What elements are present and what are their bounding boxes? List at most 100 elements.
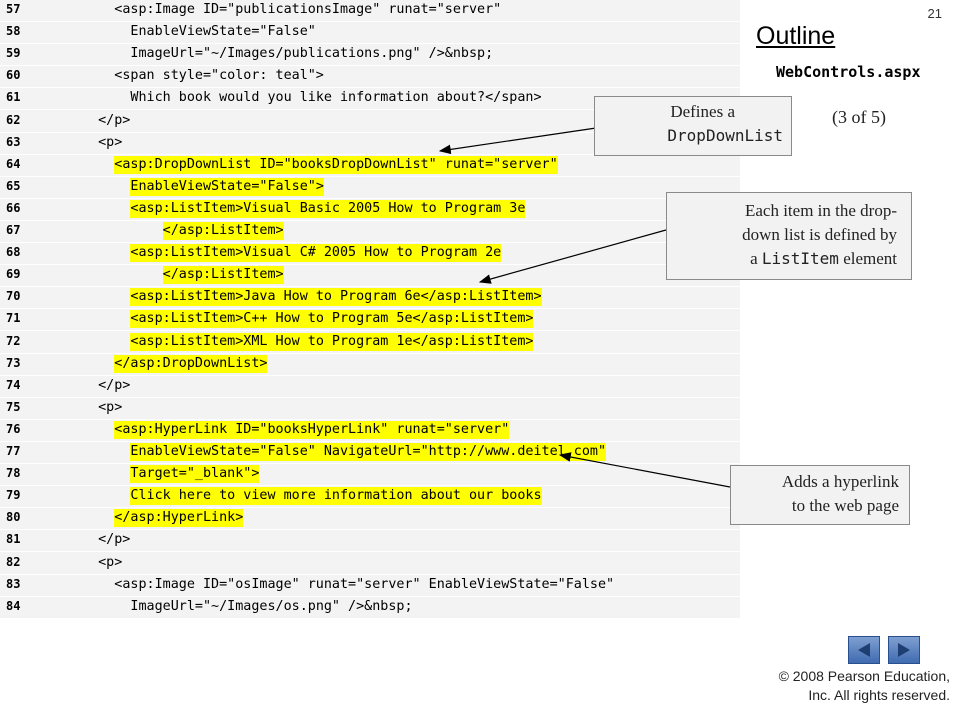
- slide-number: 21: [927, 6, 942, 21]
- line-number: 62: [6, 112, 21, 127]
- line-number: 64: [6, 156, 21, 171]
- line-number: 67: [6, 223, 21, 237]
- line-number: 66: [6, 200, 21, 215]
- code-line: 75<p>: [0, 398, 740, 420]
- listitem-arrow: [478, 229, 667, 284]
- line-number: 78: [6, 466, 21, 481]
- code-text: Click here to view more information abou…: [130, 487, 542, 506]
- code-text: EnableViewState="False">: [130, 177, 324, 196]
- code-text: </p>: [98, 532, 131, 548]
- line-number: 83: [6, 576, 21, 591]
- code-text: <asp:HyperLink ID="booksHyperLink" runat…: [114, 420, 510, 439]
- callout-listitem: Each item in the drop- down list is defi…: [666, 192, 912, 280]
- code-text: </asp:ListItem>: [162, 222, 284, 240]
- line-number: 84: [6, 598, 21, 613]
- copyright-line1: © 2008 Pearson Education,: [778, 668, 950, 684]
- triangle-left-icon: [858, 643, 870, 657]
- line-number: 74: [6, 377, 21, 392]
- code-text: <asp:Image ID="publicationsImage" runat=…: [114, 2, 502, 17]
- code-text: </asp:ListItem>: [162, 266, 284, 285]
- code-line: 80 </asp:HyperLink>: [0, 508, 740, 531]
- line-number: 80: [6, 510, 21, 525]
- code-text: ImageUrl="~/Images/publications.png" />&…: [130, 46, 494, 62]
- copyright-line2: Inc. All rights reserved.: [808, 687, 950, 703]
- callout-listitem-line3-mono: ListItem: [761, 249, 839, 268]
- callout-hyperlink-line2: to the web page: [791, 496, 899, 515]
- code-line: 64 <asp:DropDownList ID="booksDropDownLis…: [0, 155, 740, 177]
- line-number: 71: [6, 311, 21, 326]
- code-line: 70 <asp:ListItem>Java How to Program 6e</…: [0, 287, 740, 310]
- code-line: 62 </p>: [0, 111, 740, 133]
- line-number: 75: [6, 399, 21, 414]
- code-line: 82<p>: [0, 553, 740, 575]
- code-text: </p>: [98, 112, 131, 128]
- callout-listitem-line2: down list is defined by: [742, 225, 897, 244]
- code-line: 68 <asp:ListItem>Visual C# 2005 How to Pr…: [0, 243, 740, 266]
- code-text: <asp:ListItem>Java How to Program 6e</as…: [130, 288, 542, 307]
- code-line: 72<asp:ListItem>XML How to Program 1e</a…: [0, 332, 740, 354]
- copyright-notice: © 2008 Pearson Education, Inc. All right…: [779, 667, 950, 705]
- code-line: 81 </p>: [0, 530, 740, 553]
- code-text: ImageUrl="~/Images/os.png" />&nbsp;: [130, 598, 413, 614]
- code-text: <asp:Image ID="osImage" runat="server" E…: [114, 576, 615, 592]
- code-text: <p>: [98, 134, 123, 150]
- line-number: 70: [6, 289, 21, 304]
- code-line: 71 <asp:ListItem>C++ How to Program 5e</a…: [0, 309, 740, 332]
- code-text: <p>: [98, 554, 123, 570]
- code-text: <span style="color: teal">: [114, 68, 324, 84]
- code-text: Which book would you like information ab…: [130, 90, 542, 106]
- file-name: WebControls.aspx: [776, 63, 921, 81]
- line-number: 57: [6, 2, 21, 16]
- code-line: 74</p>: [0, 376, 740, 398]
- code-line: 67 </asp:ListItem>: [0, 221, 740, 243]
- previous-slide-button[interactable]: [848, 636, 880, 664]
- code-line: 57 <asp:Image ID="publicationsImage" runa…: [0, 0, 740, 22]
- code-text: <asp:DropDownList ID="booksDropDownList"…: [114, 155, 558, 174]
- code-line: 79 Click here to view more information ab…: [0, 486, 740, 509]
- callout-listitem-line3-prefix: a: [750, 249, 762, 268]
- code-line: 78 Target="_blank">: [0, 464, 740, 487]
- code-text: EnableViewState="False" NavigateUrl="htt…: [130, 443, 607, 461]
- code-line: 60<span style="color: teal">: [0, 66, 740, 89]
- line-number: 72: [6, 333, 21, 348]
- code-text: </asp:DropDownList>: [114, 354, 268, 373]
- triangle-right-icon: [898, 643, 910, 657]
- line-number: 77: [6, 444, 21, 458]
- code-text: <asp:ListItem>Visual Basic 2005 How to P…: [130, 199, 526, 218]
- line-number: 81: [6, 532, 21, 547]
- callout-dropdownlist: Defines a DropDownList: [594, 96, 792, 156]
- line-number: 69: [6, 267, 21, 282]
- callout-listitem-line3: a ListItem element: [681, 247, 897, 271]
- code-line: 59 ImageUrl="~/Images/publications.png" /…: [0, 44, 740, 67]
- callout-dropdownlist-line2: DropDownList: [667, 126, 783, 145]
- code-line: 76 <asp:HyperLink ID="booksHyperLink" run…: [0, 420, 740, 442]
- callout-dropdownlist-line1: Defines a: [670, 102, 735, 121]
- callout-listitem-line1: Each item in the drop-: [744, 201, 897, 220]
- callout-listitem-line3-suffix: element: [838, 249, 897, 268]
- outline-title: Outline: [756, 22, 836, 50]
- code-line: 73 </asp:DropDownList>: [0, 354, 740, 376]
- line-number: 73: [6, 355, 21, 370]
- line-number: 61: [6, 90, 21, 105]
- code-line: 66 <asp:ListItem>Visual Basic 2005 How to…: [0, 199, 740, 221]
- code-text: EnableViewState="False": [130, 24, 316, 40]
- code-text: Target="_blank">: [130, 465, 260, 484]
- code-line: 83 <asp:Image ID="osImage" runat="server"…: [0, 575, 740, 597]
- code-text: <asp:ListItem>C++ How to Program 5e</asp…: [130, 310, 534, 329]
- code-text: </asp:HyperLink>: [114, 509, 244, 528]
- line-number: 79: [6, 488, 21, 503]
- hyperlink-arrow: [558, 452, 731, 488]
- line-number: 76: [6, 421, 21, 436]
- line-number: 63: [6, 134, 21, 149]
- code-line: 69 </asp:ListItem>: [0, 265, 740, 288]
- code-line: 61 Which book would you like information …: [0, 88, 740, 111]
- line-number: 68: [6, 245, 21, 260]
- callout-hyperlink-line1: Adds a hyperlink: [781, 472, 899, 491]
- callout-hyperlink: Adds a hyperlink to the web page: [730, 465, 910, 525]
- next-slide-button[interactable]: [888, 636, 920, 664]
- code-text: <asp:ListItem>Visual C# 2005 How to Prog…: [130, 244, 502, 263]
- line-number: 59: [6, 46, 21, 61]
